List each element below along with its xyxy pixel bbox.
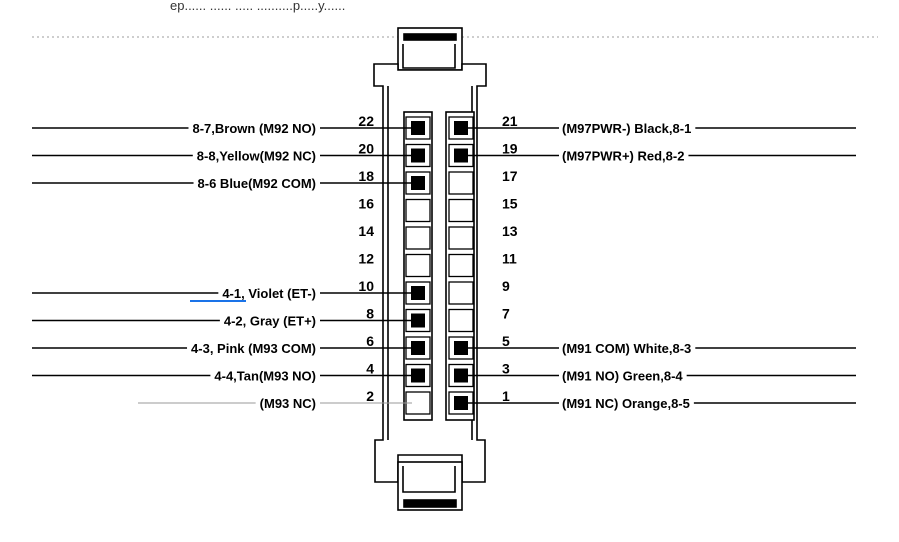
pin-contact bbox=[411, 148, 425, 163]
header-text: ep...... ...... ..... ..........p.....y.… bbox=[170, 0, 345, 13]
wire-label: 4-1, Violet (ET-) bbox=[222, 286, 316, 301]
pin-number: 9 bbox=[502, 278, 510, 294]
wire-label: 4-4,Tan(M93 NO) bbox=[214, 369, 316, 384]
wire-label: 4-2, Gray (ET+) bbox=[224, 314, 316, 329]
pin-number: 13 bbox=[502, 223, 518, 239]
wire-label: 4-3, Pink (M93 COM) bbox=[191, 341, 316, 356]
wire-label: 8-6 Blue(M92 COM) bbox=[198, 176, 316, 191]
pin-number: 8 bbox=[366, 306, 374, 322]
pin-number: 19 bbox=[502, 141, 518, 157]
wire-label: (M97PWR-) Black,8-1 bbox=[562, 121, 691, 136]
pin-cell bbox=[448, 253, 474, 278]
pin-contact bbox=[411, 368, 425, 383]
pin-contact bbox=[454, 396, 468, 410]
pin-cell bbox=[405, 226, 431, 250]
pin-cell bbox=[448, 281, 474, 305]
wire-label: (M91 NO) Green,8-4 bbox=[562, 369, 683, 384]
pin-number: 22 bbox=[358, 113, 374, 129]
pin-number: 3 bbox=[502, 361, 510, 377]
wire-label: (M91 NC) Orange,8-5 bbox=[562, 396, 690, 411]
pin-number: 16 bbox=[358, 196, 374, 212]
pin-contact bbox=[454, 368, 468, 383]
pin-cell bbox=[405, 198, 431, 223]
pin-contact bbox=[454, 341, 468, 355]
pin-number: 15 bbox=[502, 196, 518, 212]
pin-number: 7 bbox=[502, 306, 510, 322]
pin-number: 12 bbox=[358, 251, 374, 267]
wire-label: (M93 NC) bbox=[260, 396, 316, 411]
pin-cell bbox=[405, 253, 431, 278]
pin-contact bbox=[411, 121, 425, 135]
pin-number: 2 bbox=[366, 388, 374, 404]
pin-number: 11 bbox=[502, 251, 517, 267]
pin-number: 14 bbox=[358, 223, 374, 239]
wire-label: (M91 COM) White,8-3 bbox=[562, 341, 691, 356]
wire-label: 8-7,Brown (M92 NO) bbox=[192, 121, 316, 136]
wire-label: 8-8,Yellow(M92 NC) bbox=[197, 149, 316, 164]
pin-number: 18 bbox=[358, 168, 374, 184]
pin-contact bbox=[411, 313, 425, 328]
pin-number: 17 bbox=[502, 168, 518, 184]
pin-cell bbox=[448, 198, 474, 223]
pin-cell bbox=[448, 171, 474, 195]
pin-contact bbox=[454, 121, 468, 135]
pin-number: 20 bbox=[358, 141, 374, 157]
pin-number: 1 bbox=[502, 388, 510, 404]
pin-number: 5 bbox=[502, 333, 510, 349]
pin-number: 21 bbox=[502, 113, 518, 129]
pin-contact bbox=[411, 341, 425, 355]
pin-number: 10 bbox=[358, 278, 374, 294]
pin-number: 6 bbox=[366, 333, 374, 349]
pin-contact bbox=[454, 148, 468, 163]
pin-grid: 22 20 18 16 14 12 10 8 6 4 2 21 19 17 15 13 11 9 7 5 3 1 bbox=[358, 113, 518, 415]
pin-cell bbox=[448, 308, 474, 333]
pin-cell bbox=[448, 226, 474, 250]
pin-contact bbox=[411, 286, 425, 300]
pin-contact bbox=[411, 176, 425, 190]
wire-label: (M97PWR+) Red,8-2 bbox=[562, 149, 684, 164]
wire-labels: 8-7,Brown (M92 NO) 8-8,Yellow(M92 NC) 8-6 … bbox=[32, 121, 856, 411]
pin-number: 4 bbox=[366, 361, 374, 377]
